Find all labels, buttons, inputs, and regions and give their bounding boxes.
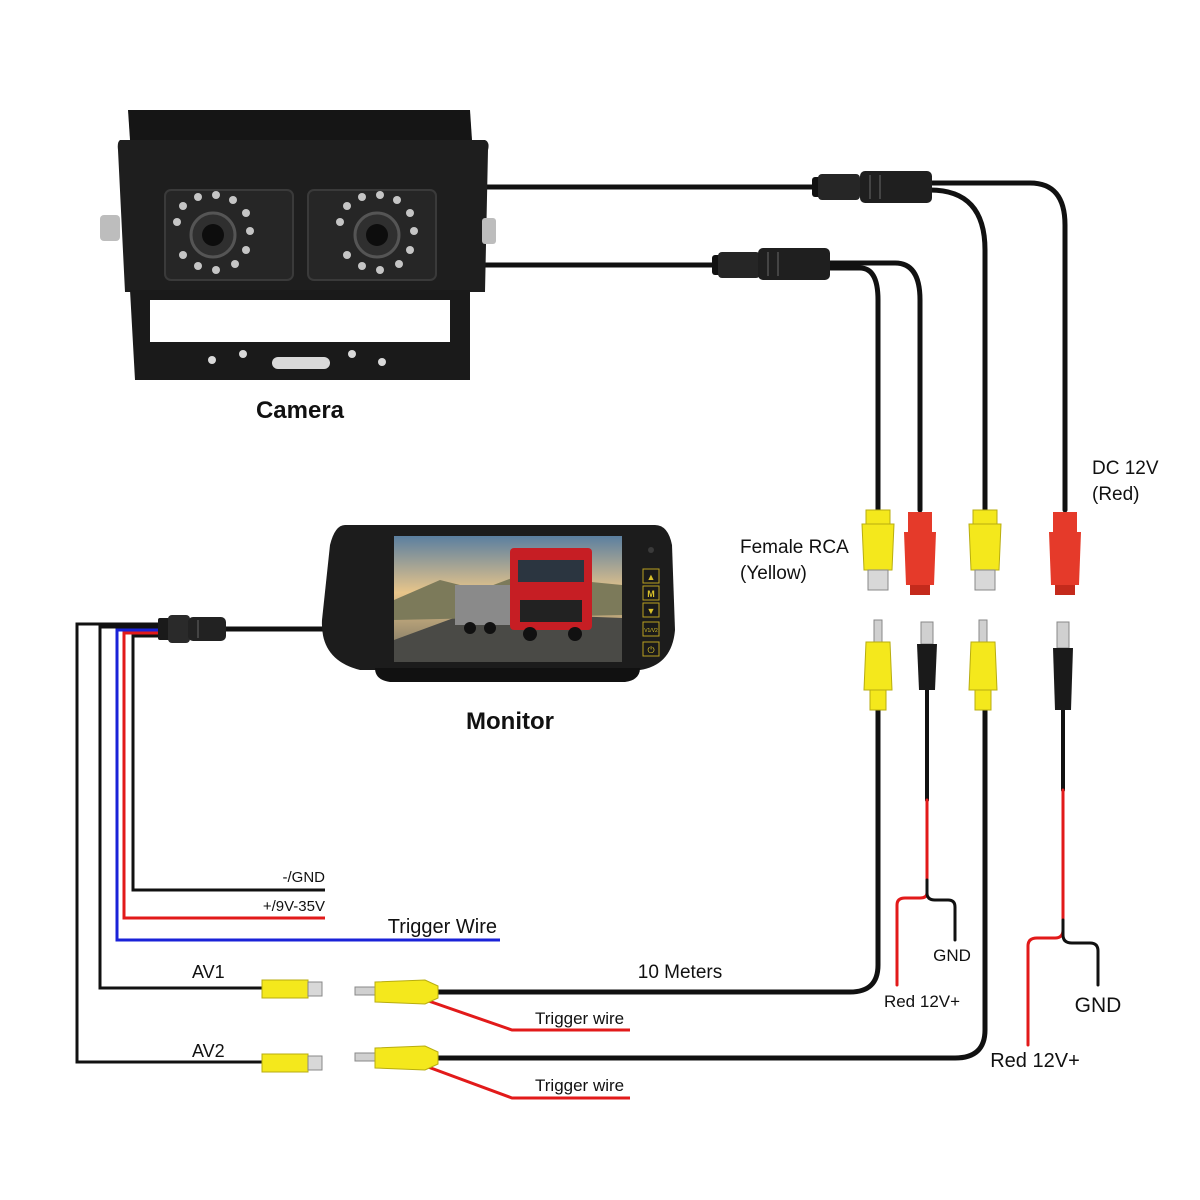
gnd-small-label: GND [933, 946, 971, 965]
female-rca-yellow-label: (Yellow) [740, 563, 807, 584]
gnd-wire-black [131, 634, 325, 892]
dc-plug-black-1 [917, 621, 937, 690]
power-wire-red [122, 631, 325, 920]
camera-connectors [712, 171, 932, 280]
mount-hole-2 [239, 350, 247, 358]
monitor-device: ▲ M ▼ V1/V2 ⏻ [321, 525, 675, 682]
monitor-harness-wires [75, 622, 500, 1064]
trigger-leads [419, 996, 630, 1100]
bolt-right [482, 218, 496, 244]
monitor-label: Monitor [466, 708, 554, 735]
extension-wires [435, 688, 1100, 1061]
av1-female-socket [261, 979, 323, 999]
monitor-button-up[interactable] [642, 568, 660, 584]
mount-hole-1 [208, 356, 216, 364]
bolt-left [100, 215, 120, 241]
monitor-buttons: ▲ M ▼ V1/V2 ⏻ [642, 547, 660, 657]
monitor-button-menu[interactable] [642, 585, 660, 601]
av2-wire [75, 622, 262, 1064]
cable-2-red-branch [827, 260, 923, 513]
dc-12v-label: DC 12V [1092, 458, 1159, 479]
av2-male-plug [354, 1045, 439, 1071]
gnd-wire-label: -/GND [283, 869, 326, 886]
male-rca-yellow-2 [968, 619, 998, 711]
female-rca-yellow-1 [861, 509, 895, 591]
trigger-wire-label-2: Trigger wire [535, 1076, 624, 1095]
monitor-button-down[interactable] [642, 602, 660, 618]
power-cable-small-gnd [925, 878, 957, 942]
ir-leds-right [336, 191, 418, 274]
ten-meters-label: 10 Meters [638, 962, 722, 983]
aviation-connector-1 [812, 171, 932, 203]
camera-wires [467, 180, 1068, 513]
power-cable-large-red [1026, 788, 1065, 1047]
extension-cable-av2 [435, 707, 988, 1061]
female-sockets [861, 509, 1081, 595]
camera-label: Camera [256, 397, 345, 424]
cable-2-yellow-branch [827, 265, 881, 513]
dc-plug-black-2 [1053, 621, 1073, 710]
extension-cable-av1 [435, 707, 881, 995]
male-rca-yellow-1 [863, 619, 893, 711]
av2-female-socket [261, 1053, 323, 1073]
labels: Camera Monitor DC 12V (Red) Female RCA (… [192, 397, 1159, 1095]
red-12v-large-label: Red 12V+ [990, 1050, 1080, 1072]
dc-red-label: (Red) [1092, 484, 1140, 505]
monitor-clip [375, 668, 640, 682]
cable-1-yellow-branch [927, 187, 988, 513]
trigger-lead-2 [419, 1062, 630, 1100]
lens-left-glass [202, 224, 224, 246]
screen-truck [455, 548, 592, 641]
mount-slot [272, 357, 330, 369]
power-cable-large-gnd [1061, 918, 1100, 987]
trigger-lead-1 [419, 996, 630, 1032]
gnd-large-label: GND [1075, 994, 1122, 1017]
av1-male-plug [354, 979, 439, 1005]
av1-wire [98, 625, 262, 990]
female-rca-label: Female RCA [740, 537, 849, 558]
dc-socket-red-2 [1049, 512, 1081, 595]
monitor-button-down-label: ▼ [647, 606, 656, 616]
trigger-wire-main-label: Trigger Wire [388, 916, 497, 938]
red-12v-small-label: Red 12V+ [884, 992, 960, 1011]
trigger-wire-blue [115, 628, 500, 942]
av1-label: AV1 [192, 962, 225, 982]
lens-right-glass [366, 224, 388, 246]
monitor-harness-connector [158, 615, 226, 643]
monitor-button-v1v2-label: V1/V2 [644, 628, 658, 634]
monitor-button-power-label: ⏻ [647, 645, 654, 655]
mount-hole-3 [348, 350, 356, 358]
dc-socket-red-1 [904, 512, 936, 595]
monitor-button-menu-label: M [647, 589, 655, 599]
monitor-button-up-label: ▲ [647, 572, 656, 582]
av-sockets [261, 979, 439, 1073]
camera-device [100, 110, 496, 380]
female-rca-yellow-2 [968, 509, 1002, 591]
monitor-sensor [648, 547, 654, 553]
power-cable-small-red [895, 798, 929, 987]
trigger-wire-label-1: Trigger wire [535, 1009, 624, 1028]
aviation-connector-2 [712, 248, 830, 280]
power-wire-label: +/9V-35V [263, 898, 325, 915]
monitor-button-power[interactable] [642, 641, 660, 657]
av2-label: AV2 [192, 1041, 225, 1061]
camera-hood [128, 110, 472, 140]
ir-leds-left [173, 191, 254, 274]
monitor-button-v1v2[interactable] [642, 621, 660, 637]
male-plugs [863, 619, 1073, 711]
cable-1-red-branch [927, 180, 1068, 513]
mount-hole-4 [378, 358, 386, 366]
